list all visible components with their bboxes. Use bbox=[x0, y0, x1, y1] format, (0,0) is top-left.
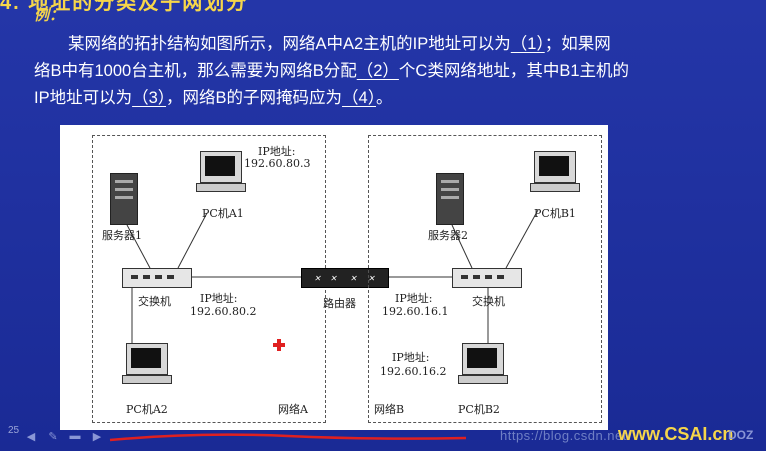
menu-icon[interactable]: ▬ bbox=[69, 430, 81, 442]
pc-b1-icon bbox=[534, 151, 576, 183]
router-b-ip-label: IP地址: bbox=[395, 292, 433, 305]
switch-b-label: 交换机 bbox=[472, 295, 505, 308]
pc-a1-icon bbox=[200, 151, 242, 183]
server-2-label: 服务器2 bbox=[428, 229, 468, 242]
slideshow-toolbar: ◀ ✎ ▬ ▶ bbox=[6, 428, 104, 444]
blank-2: （2） bbox=[356, 62, 399, 80]
network-a-label: 网络A bbox=[278, 403, 308, 416]
pc-a2-icon bbox=[126, 343, 168, 375]
router-icon: ✕✕✕✕ bbox=[301, 268, 389, 288]
watermark-url: https://blog.csdn.net/ bbox=[500, 428, 631, 443]
pc-a2-base-icon bbox=[122, 375, 172, 384]
question-text: ；如果网 bbox=[544, 35, 611, 53]
topology-diagram[interactable]: 网络A 服务器1 IP地址: 192.60.80.3 PC机A1 交换机 IP地… bbox=[60, 125, 608, 430]
router-b-ip: 192.60.16.1 bbox=[382, 305, 449, 318]
server-2-icon bbox=[436, 173, 464, 225]
pc-b2-icon bbox=[462, 343, 504, 375]
pc-a1-ip: 192.60.80.3 bbox=[244, 157, 311, 170]
switch-a-icon bbox=[122, 268, 192, 288]
question-text: 络B中有1000台主机，那么需要为网络B分配 bbox=[34, 62, 357, 80]
prev-slide-icon[interactable]: ◀ bbox=[26, 430, 36, 443]
pc-a1-label: PC机A1 bbox=[202, 207, 244, 220]
brand-suffix-text: DOZ bbox=[728, 428, 754, 442]
brand-logo-text: www.CSAI.cn bbox=[618, 424, 734, 444]
router-label: 路由器 bbox=[323, 297, 356, 310]
blank-3: （3） bbox=[132, 89, 167, 107]
pc-a2-label: PC机A2 bbox=[126, 403, 168, 416]
slide-number: 25 bbox=[8, 425, 20, 436]
red-cross-annotation-icon bbox=[273, 339, 285, 351]
network-b-zone bbox=[368, 135, 602, 423]
question-paragraph: 某网络的拓扑结构如图所示，网络A中A2主机的IP地址可以为（1）；如果网 络B中… bbox=[34, 31, 744, 112]
pc-b2-ip: 192.60.16.2 bbox=[380, 365, 447, 378]
network-b-label: 网络B bbox=[374, 403, 405, 416]
pc-b2-base-icon bbox=[458, 375, 508, 384]
server-1-icon bbox=[110, 173, 138, 225]
pc-a1-base-icon bbox=[196, 183, 246, 192]
pc-b1-base-icon bbox=[530, 183, 580, 192]
question-text: 。 bbox=[375, 89, 393, 107]
question-text: IP地址可以为 bbox=[34, 89, 133, 107]
red-underline-annotation bbox=[109, 433, 467, 442]
question-text: 某网络的拓扑结构如图所示，网络A中A2主机的IP地址可以为 bbox=[68, 35, 511, 53]
slide-title: 4. 地址的分类及子网划分 bbox=[0, 0, 249, 14]
question-text: 个C类网络地址，其中B1主机的 bbox=[398, 62, 630, 80]
router-a-ip-label: IP地址: bbox=[200, 292, 238, 305]
pc-a1-ip-label: IP地址: bbox=[258, 145, 296, 158]
question-text: ，网络B的子网掩码应为 bbox=[166, 89, 343, 107]
router-a-ip: 192.60.80.2 bbox=[190, 305, 257, 318]
pc-b2-label: PC机B2 bbox=[458, 403, 500, 416]
pc-b2-ip-label: IP地址: bbox=[392, 351, 430, 364]
pc-b1-label: PC机B1 bbox=[534, 207, 576, 220]
network-links bbox=[126, 209, 539, 347]
switch-a-label: 交换机 bbox=[138, 295, 171, 308]
switch-b-icon bbox=[452, 268, 522, 288]
blank-4: （4） bbox=[342, 89, 376, 107]
pen-tool-icon[interactable]: ✎ bbox=[48, 430, 58, 443]
blank-1: （1） bbox=[510, 35, 545, 53]
server-1-label: 服务器1 bbox=[102, 229, 142, 242]
example-label: 例： bbox=[34, 7, 65, 24]
next-slide-icon[interactable]: ▶ bbox=[92, 430, 102, 443]
